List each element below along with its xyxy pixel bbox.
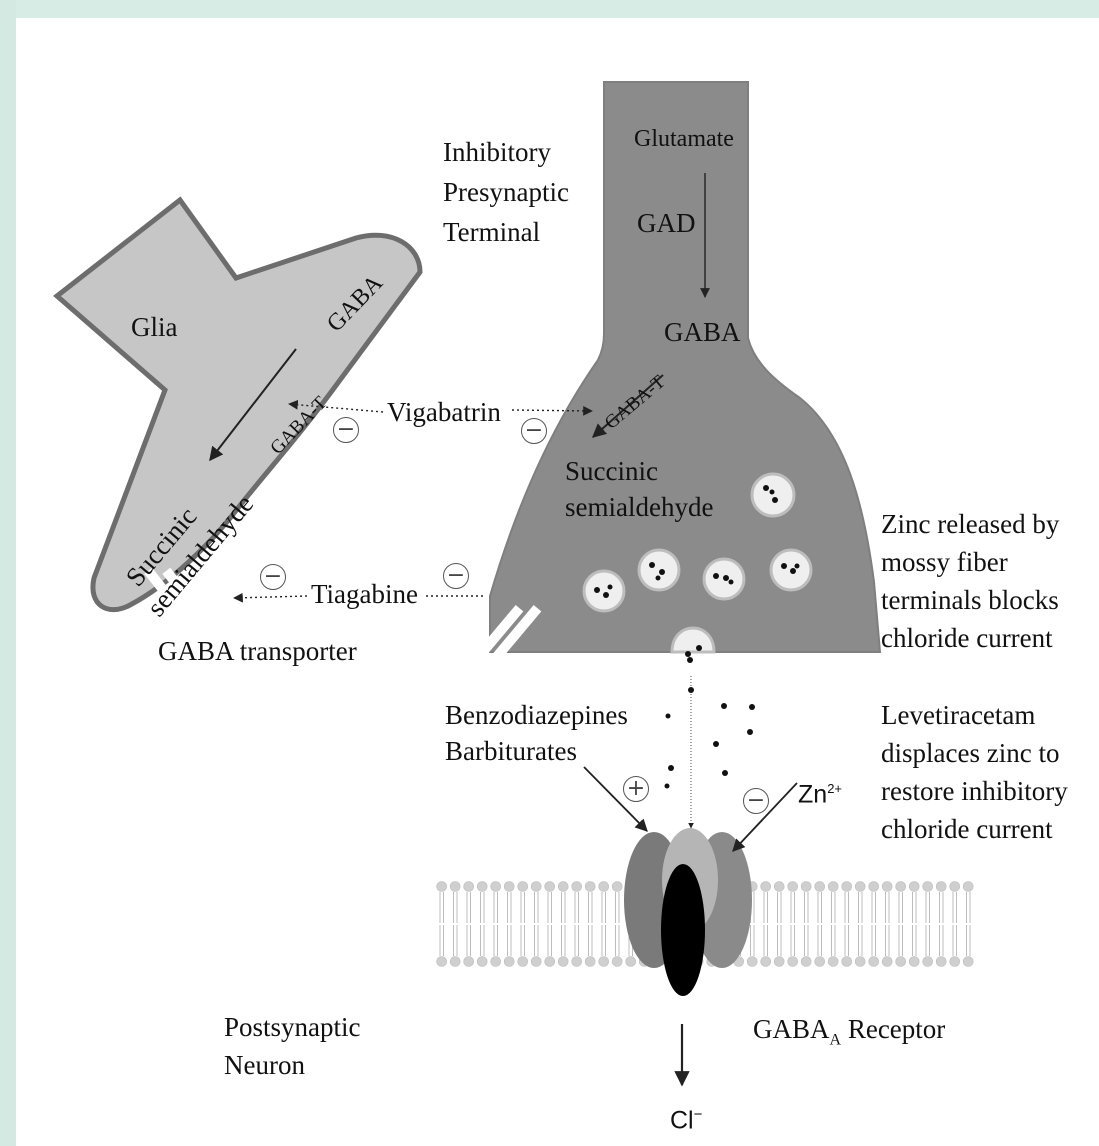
- zinc-note-line4: chloride current: [881, 622, 1053, 655]
- zinc-ion-text: Zn: [798, 780, 827, 808]
- gaba-transporter-label: GABA transporter: [158, 635, 357, 668]
- receptor-subscript: A: [830, 1031, 842, 1048]
- presynaptic-label-line1: Inhibitory: [443, 136, 551, 169]
- chloride-text: Cl: [670, 1106, 694, 1134]
- succinic-terminal-label-1: Succinic: [565, 455, 658, 488]
- barbiturates-label: Barbiturates: [445, 735, 577, 768]
- glutamate-label: Glutamate: [634, 123, 734, 156]
- gaba-terminal-label: GABA: [664, 316, 741, 349]
- levetiracetam-line2: displaces zinc to: [881, 737, 1059, 770]
- gaba-a-receptor: [624, 828, 752, 996]
- receptor-main-text: GABA: [753, 1014, 830, 1044]
- benzo-plus-sign: +: [623, 776, 649, 802]
- tiagabine-glia-minus-sign: −: [260, 564, 286, 590]
- zinc-note-line2: mossy fiber: [881, 546, 1008, 579]
- succinic-terminal-label-2: semialdehyde: [565, 491, 713, 524]
- vigabatrin-terminal-minus-sign: −: [521, 418, 547, 444]
- chloride-charge: −: [694, 1106, 703, 1123]
- levetiracetam-line4: chloride current: [881, 813, 1053, 846]
- postsynaptic-label-2: Neuron: [224, 1049, 305, 1082]
- presynaptic-label-line2: Presynaptic: [443, 176, 569, 209]
- release-site: [672, 628, 714, 663]
- postsynaptic-label-1: Postsynaptic: [224, 1011, 361, 1044]
- gaba-a-receptor-label: GABAA Receptor: [753, 1013, 945, 1056]
- levetiracetam-line1: Levetiracetam: [881, 699, 1035, 732]
- zinc-ion-label: Zn2+: [798, 772, 842, 811]
- levetiracetam-line3: restore inhibitory: [881, 775, 1068, 808]
- tiagabine-label: Tiagabine: [311, 578, 418, 611]
- zn-minus-sign: −: [743, 788, 769, 814]
- zinc-ion-charge: 2+: [827, 781, 842, 796]
- benzodiazepines-label: Benzodiazepines: [445, 699, 628, 732]
- vigabatrin-glia-minus-sign: −: [333, 417, 359, 443]
- tiagabine-glia-arrow: [234, 596, 307, 598]
- presynaptic-label-line3: Terminal: [443, 216, 540, 249]
- zinc-note-line1: Zinc released by: [881, 508, 1059, 541]
- chloride-ion-label: Cl−: [670, 1098, 702, 1137]
- tiagabine-terminal-minus-sign: −: [443, 563, 469, 589]
- glia-label: Glia: [131, 311, 178, 344]
- glia-cell: [57, 200, 420, 610]
- vigabatrin-label: Vigabatrin: [387, 396, 501, 429]
- gad-label: GAD: [637, 207, 696, 240]
- released-gaba: [665, 687, 756, 789]
- zinc-note-line3: terminals blocks: [881, 584, 1059, 617]
- receptor-rest-text: Receptor: [841, 1014, 945, 1044]
